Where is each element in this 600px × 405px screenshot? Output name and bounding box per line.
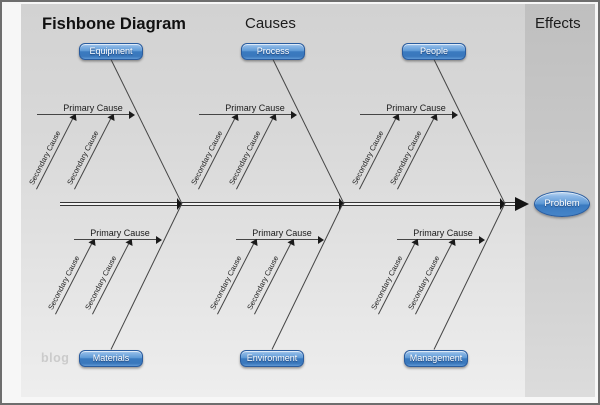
primary-cause-line [236,235,324,244]
primary-cause-label: Primary Cause [63,103,123,113]
category-node-people: People [402,43,466,60]
primary-cause-line [74,235,162,244]
category-node-equipment: Equipment [79,43,143,60]
spine-arrowhead [177,198,182,210]
primary-cause-line [360,110,458,119]
category-node-environment: Environment [240,350,304,367]
category-node-management: Management [404,350,468,367]
primary-cause-label: Primary Cause [252,228,312,238]
problem-node: Problem [534,191,590,217]
primary-cause-label: Primary Cause [225,103,285,113]
category-node-materials: Materials [79,350,143,367]
spine-end-arrowhead [515,197,529,211]
primary-cause-label: Primary Cause [413,228,473,238]
primary-cause-line [199,110,297,119]
primary-cause-line [37,110,135,119]
primary-cause-line [397,235,485,244]
effects-zone-label: Effects [535,15,581,32]
category-node-process: Process [241,43,305,60]
primary-cause-label: Primary Cause [90,228,150,238]
causes-panel [21,4,595,397]
spine-arrowhead [500,198,505,210]
primary-cause-label: Primary Cause [386,103,446,113]
page-title: Fishbone Diagram [42,15,186,33]
causes-zone-label: Causes [245,15,296,32]
spine-line [60,202,515,206]
watermark: blog [41,351,70,365]
